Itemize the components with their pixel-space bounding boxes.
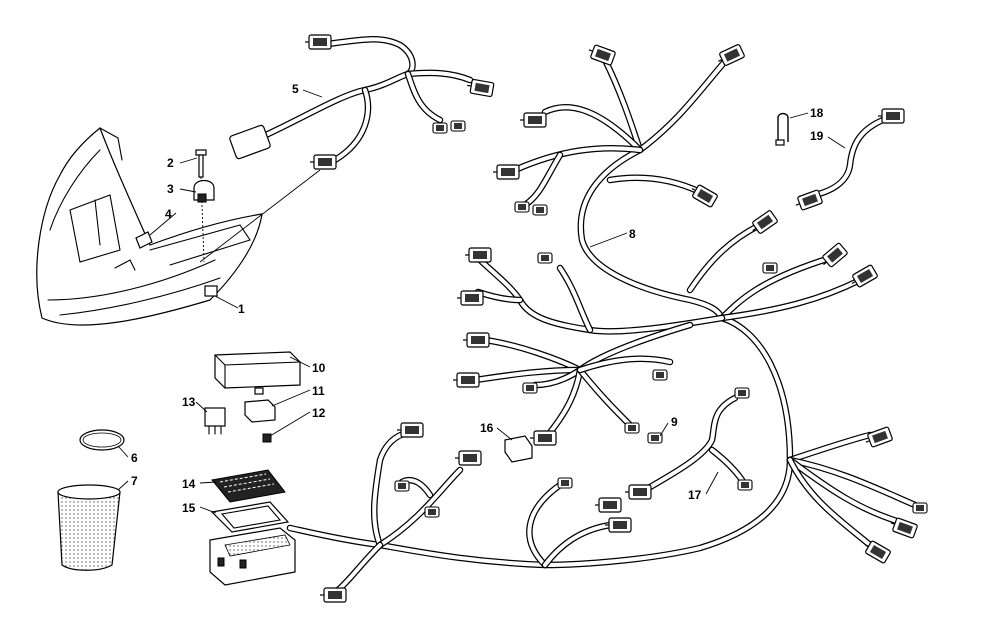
connector-9 (647, 432, 663, 444)
callout-12: 12 (312, 406, 326, 420)
callout-17: 17 (688, 488, 702, 502)
callout-2: 2 (167, 156, 174, 170)
main-wiring-harness (286, 42, 928, 603)
callout-1: 1 (238, 302, 245, 316)
protective-sleeve (57, 484, 121, 571)
relay-11 (244, 399, 276, 423)
callout-5: 5 (292, 82, 299, 96)
relay-13 (204, 407, 226, 435)
gasket (210, 501, 290, 533)
callout-16: 16 (480, 421, 494, 435)
callout-11: 11 (312, 384, 325, 398)
callout-14: 14 (182, 477, 196, 491)
fuse-12 (262, 433, 272, 443)
ring-clamp (79, 429, 125, 451)
callout-9: 9 (671, 415, 678, 429)
headlight-assembly (36, 127, 263, 326)
callout-18: 18 (810, 106, 824, 120)
callout-7: 7 (131, 474, 138, 488)
callout-13: 13 (182, 395, 196, 409)
leader-lines (117, 89, 846, 514)
clip (193, 179, 215, 203)
callout-3: 3 (167, 182, 174, 196)
relay-socket-16 (504, 435, 533, 463)
callout-6: 6 (131, 451, 138, 465)
callout-8: 8 (629, 227, 636, 241)
callout-4: 4 (165, 207, 172, 221)
sensor-cable (792, 108, 905, 213)
bracket (135, 231, 153, 249)
harness-headlight-branch (199, 34, 495, 263)
screw (195, 149, 207, 263)
fuse-block (209, 527, 296, 586)
tie-strap (775, 112, 789, 146)
callout-19: 19 (810, 129, 824, 143)
fuse-label (211, 469, 286, 503)
callout-15: 15 (182, 501, 196, 515)
fuse-box-cover (214, 351, 301, 395)
callout-10: 10 (312, 361, 326, 375)
sub-harness-17 (624, 387, 753, 500)
